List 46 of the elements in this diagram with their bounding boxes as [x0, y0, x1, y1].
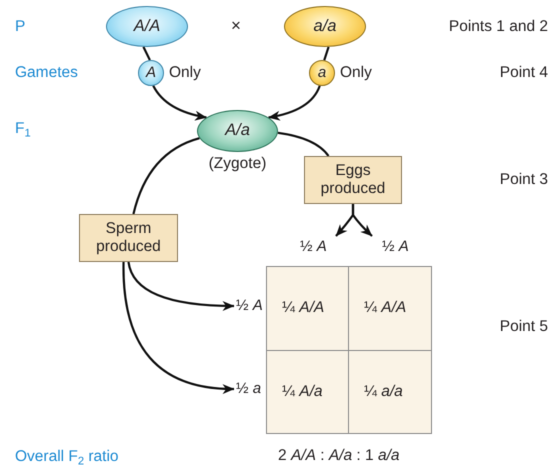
- gamete-circle: [138, 60, 164, 86]
- note-label: Point 4: [500, 64, 548, 83]
- note-label: Points 1 and 2: [448, 18, 548, 37]
- arrow: [268, 85, 321, 120]
- genotype-text: A/a: [225, 121, 250, 141]
- gamete-circle: [309, 60, 335, 86]
- punnett-cell: [266, 266, 349, 351]
- cell-text: ¼ A/A: [364, 299, 406, 318]
- arrow: [127, 262, 234, 311]
- fraction-label: ½ a: [234, 378, 264, 400]
- punnett-cell: [348, 266, 432, 351]
- note-text: Only: [340, 64, 372, 83]
- note-label: Point 3: [500, 171, 548, 190]
- process-box: [79, 214, 178, 262]
- allele-text: A: [146, 64, 156, 82]
- generation-label: P: [15, 18, 26, 37]
- generation-label: Gametes: [15, 64, 78, 83]
- ratio-heading: Overall F$_{2}$ ratio: [15, 448, 119, 467]
- ratio-text: 2 A/A : A/a : 1 a/a: [278, 447, 400, 466]
- box-label: Eggs produced: [320, 162, 386, 198]
- arrow: [152, 85, 207, 120]
- cross-symbol: ×: [231, 16, 241, 36]
- fraction-label: ½ A: [372, 236, 422, 258]
- arrow: [352, 204, 373, 237]
- fraction-label: ½ A: [234, 295, 264, 317]
- fraction-label: ½ A: [300, 236, 336, 258]
- note-label: Point 5: [500, 318, 548, 337]
- connector-line: [132, 137, 200, 214]
- genotype-ellipse: [197, 110, 278, 152]
- note-text: Only: [169, 64, 201, 83]
- punnett-cell: [266, 350, 349, 434]
- connector-line: [323, 46, 330, 61]
- genotype-text: A/A: [134, 16, 160, 36]
- cell-text: ¼ a/a: [364, 382, 403, 402]
- connector-line: [142, 46, 151, 61]
- arrow: [122, 262, 234, 394]
- process-box: [304, 156, 402, 204]
- stage-label: (Zygote): [208, 155, 268, 174]
- punnett-cell: [348, 350, 432, 434]
- cell-text: ¼ A/a: [282, 382, 322, 402]
- genotype-text: a/a: [314, 16, 336, 36]
- allele-text: a: [318, 64, 326, 82]
- box-label: Sperm produced: [95, 220, 162, 256]
- cell-text: ¼ A/A: [282, 299, 324, 318]
- generation-label: F$_{1}$: [15, 120, 31, 139]
- connector-line: [278, 132, 330, 157]
